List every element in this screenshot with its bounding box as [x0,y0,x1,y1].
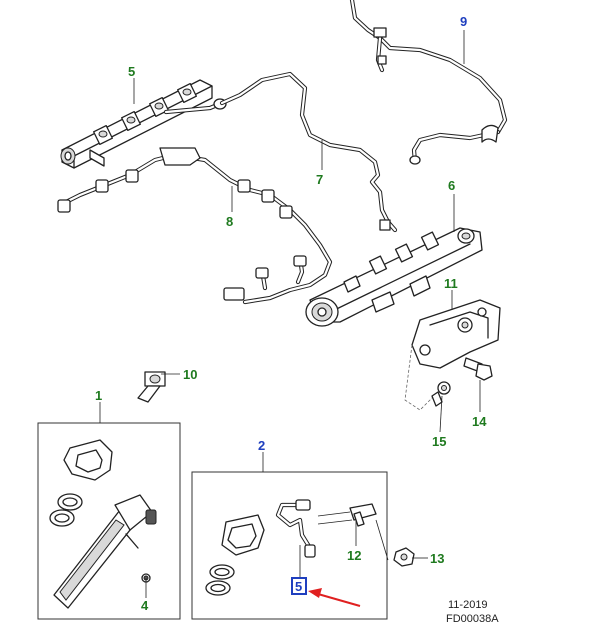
callout-13: 13 [430,551,444,566]
bolt-14[interactable] [463,357,493,381]
callout-14: 14 [472,414,487,429]
callout-1: 1 [95,388,102,403]
callout-9: 9 [460,14,467,29]
leader-lines [99,30,481,598]
highlighted-callout-5[interactable]: 5 [291,577,307,595]
screw-15[interactable] [431,381,451,407]
footer-date: 11-2019 [448,599,488,611]
injector-1[interactable] [49,439,157,609]
callout-10: 10 [183,367,197,382]
callout-12: 12 [347,548,361,563]
fuel-pipe-7[interactable] [219,71,398,233]
callout-5: 5 [128,64,135,79]
fuel-rail-6[interactable] [305,227,483,327]
callout-8: 8 [226,214,233,229]
fuel-pipe-9[interactable] [349,0,508,165]
callout-5-highlighted: 5 [295,579,302,594]
kit-frame-2 [191,471,388,620]
callout-11: 11 [444,276,458,291]
leak-off-pipe-8[interactable] [57,147,333,305]
callout-15: 15 [432,434,446,449]
bolt-10[interactable] [137,371,166,403]
nut-13[interactable] [393,547,415,567]
bracket-11[interactable] [404,299,501,411]
footer-code: FD00038A [446,613,499,625]
highlight-box [291,577,307,595]
callout-labels: 5 9 7 8 6 11 10 1 2 4 12 13 14 15 [95,14,487,613]
fuel-rail-5[interactable] [60,79,227,169]
callout-6: 6 [448,178,455,193]
pipe-kit-2[interactable] [205,499,377,596]
red-arrow [308,588,361,607]
callout-4: 4 [141,598,149,613]
kit-frame-1 [37,422,181,620]
callout-2: 2 [258,438,265,453]
callout-7: 7 [316,172,323,187]
